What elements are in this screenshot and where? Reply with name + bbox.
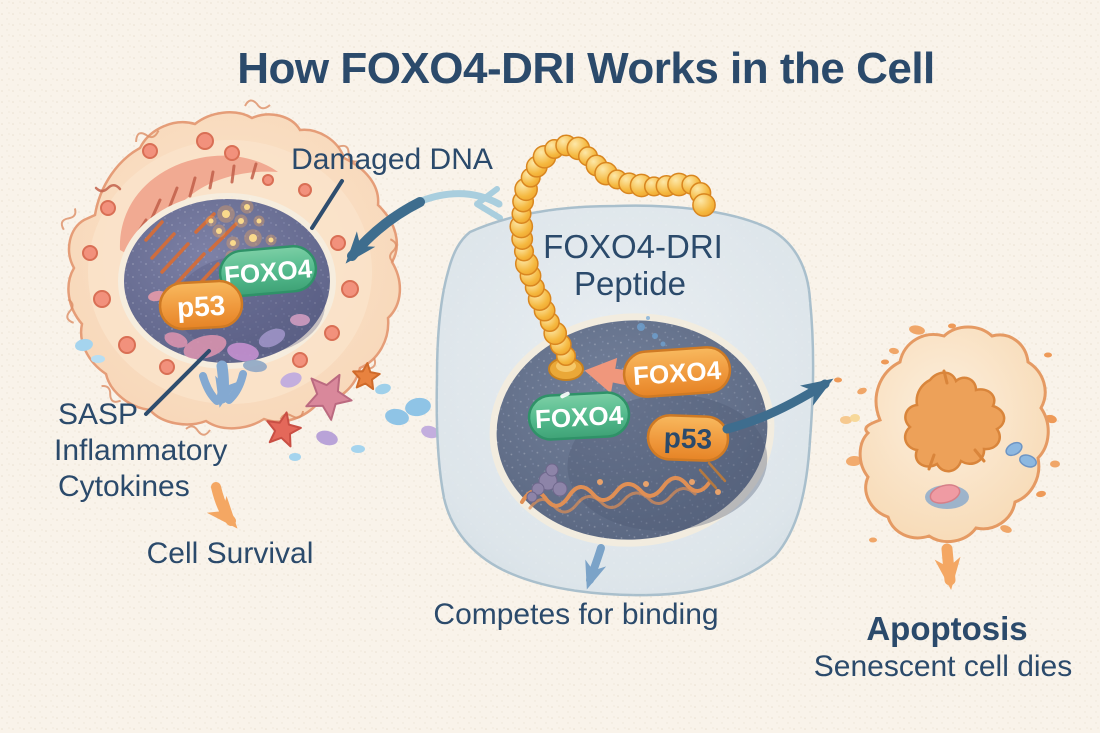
nucleus-purple-cluster — [526, 463, 568, 503]
left-cell-coral-patch — [119, 155, 279, 262]
vesicle — [93, 290, 111, 308]
cell-survival-label: Cell Survival — [147, 537, 314, 570]
peptide-bead — [692, 193, 716, 217]
cell-fragment — [909, 325, 925, 335]
sasp-cytokine-particles — [75, 338, 439, 461]
starfish-particle — [305, 373, 353, 421]
foxo4-pill-incoming: FOXO4 — [622, 346, 732, 398]
vesicle — [330, 235, 346, 251]
p53-pill-left: p53 — [158, 279, 244, 331]
p53-pill-left-label: p53 — [176, 290, 226, 323]
foxo4-pill-bound-label: FOXO4 — [534, 400, 624, 435]
apoptotic-cell — [834, 323, 1060, 544]
damaged-dna-pointer-line — [310, 179, 344, 230]
damaged-dna-label: Damaged DNA — [291, 143, 493, 176]
cell-fragment — [834, 377, 842, 383]
cell-survival-arrow — [206, 482, 238, 529]
cell-fragment — [869, 537, 877, 543]
vesicle — [324, 325, 340, 341]
foxo4-pill-left: FOXO4 — [218, 245, 318, 297]
cell-fragment — [1044, 352, 1052, 358]
svg-text:Cytokines: Cytokines — [58, 470, 190, 503]
peptide-label-line1: FOXO4-DRI — [543, 228, 723, 265]
cytokine-dot — [280, 372, 302, 388]
sasp-pointer-line — [144, 349, 211, 416]
peptide-label-line2: Peptide — [574, 265, 686, 302]
p53-pill-middle: p53 — [646, 414, 730, 462]
nucleus-debris-blobs — [148, 290, 310, 373]
starfish-particle — [266, 411, 302, 448]
cell-fragment — [1000, 525, 1012, 533]
vesicle — [298, 183, 312, 197]
vesicle — [262, 174, 274, 186]
cell-fragment — [1050, 460, 1060, 468]
vesicle — [82, 245, 98, 261]
apoptosis-sublabel: Senescent cell dies — [814, 650, 1073, 683]
cytokine-dot — [375, 383, 391, 395]
vesicle — [100, 200, 116, 216]
cytokine-dot — [75, 338, 93, 352]
cytokine-dot — [405, 397, 431, 417]
vesicle — [142, 143, 158, 159]
arrow-tail-fletching — [474, 186, 503, 221]
coral-patch-stripes — [94, 162, 258, 238]
cell-fragment — [840, 416, 852, 424]
cytokine-dot — [289, 453, 301, 461]
apoptotic-bean-fragments — [925, 441, 1037, 509]
cell-fragment — [1036, 490, 1046, 498]
competes-arrow — [585, 544, 607, 590]
sasp-secretion-arrow — [199, 360, 247, 408]
foxo4-pill-bound: FOXO4 — [527, 391, 631, 441]
sasp-label: SASP Inflammatory Cytokines — [54, 398, 227, 503]
apoptosis-label: Apoptosis — [866, 610, 1027, 647]
starfish-particle — [352, 362, 381, 391]
cell-fragment — [846, 455, 862, 467]
apoptotic-cell-splat — [903, 371, 1006, 473]
diagram-title: How FOXO4-DRI Works in the Cell — [237, 44, 935, 93]
svg-text:SASP: SASP — [58, 398, 138, 431]
vesicle — [118, 336, 136, 354]
vesicle — [159, 359, 175, 375]
cytokine-dot — [385, 408, 409, 426]
membrane-vesicles — [82, 132, 359, 375]
foxo4-dri-peptide-bead-chain — [509, 134, 716, 367]
cell-fragment — [948, 323, 956, 329]
cell-fragment — [889, 347, 899, 355]
vesicle — [196, 132, 214, 150]
p53-pill-middle-label: p53 — [663, 422, 712, 455]
foxo4-pill-incoming-label: FOXO4 — [632, 355, 723, 391]
left-senescent-cell: FOXO4 p53 — [60, 99, 402, 436]
svg-text:Inflammatory: Inflammatory — [54, 434, 227, 467]
cytokine-dot — [351, 445, 365, 453]
vesicle — [341, 280, 359, 298]
vesicle — [224, 145, 240, 161]
cell-fragment — [857, 387, 867, 395]
cell-fragment — [881, 359, 889, 365]
peptide-entry-arrow — [345, 186, 503, 264]
apoptosis-arrow — [934, 543, 961, 590]
vesicle — [292, 352, 308, 368]
nucleus-blue-specks — [637, 316, 666, 347]
nucleus-dna-strand — [520, 461, 727, 514]
pill-glint — [560, 391, 570, 399]
apoptosis-pathway-arrow — [722, 378, 834, 434]
cell-fragment — [850, 414, 860, 422]
cytokine-dot — [91, 355, 105, 363]
cytokine-dot — [421, 425, 439, 439]
cytokine-dot — [316, 430, 338, 446]
splat-drips — [927, 369, 986, 471]
competes-label: Competes for binding — [433, 598, 718, 631]
